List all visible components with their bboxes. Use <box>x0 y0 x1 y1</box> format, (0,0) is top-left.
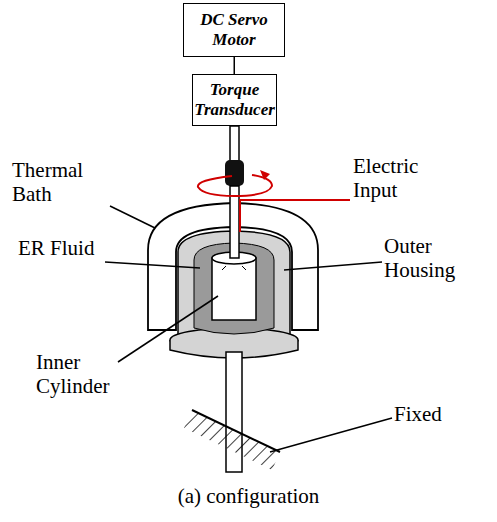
part-label: Electric Input <box>353 154 453 202</box>
rotation-arrow <box>198 175 272 196</box>
box-label: DC Servo Motor <box>184 10 284 49</box>
leader-line <box>118 296 218 362</box>
part-label: Thermal Bath <box>12 158 122 206</box>
field-mark <box>222 266 226 270</box>
box-label: Torque Transducer <box>193 80 276 119</box>
instrument-box: DC Servo Motor <box>183 3 285 57</box>
leader-line <box>110 206 155 228</box>
instrument-box: Torque Transducer <box>192 74 277 126</box>
part-label: ER Fluid <box>18 236 108 260</box>
leader-line <box>270 418 392 452</box>
part-label: Inner Cylinder <box>36 350 136 398</box>
coupling <box>225 160 244 186</box>
connector-line <box>234 57 235 74</box>
electric-lead <box>240 200 350 232</box>
figure-caption: (a) configuration <box>0 484 497 509</box>
part-label: Outer Housing <box>384 234 489 282</box>
arrow-head <box>260 170 270 180</box>
leader-line <box>284 262 382 270</box>
leader-line <box>105 262 200 268</box>
inner-cylinder <box>212 258 256 320</box>
part-label: Fixed <box>394 402 464 426</box>
field-mark <box>242 266 246 270</box>
ground-hatch <box>184 410 280 470</box>
